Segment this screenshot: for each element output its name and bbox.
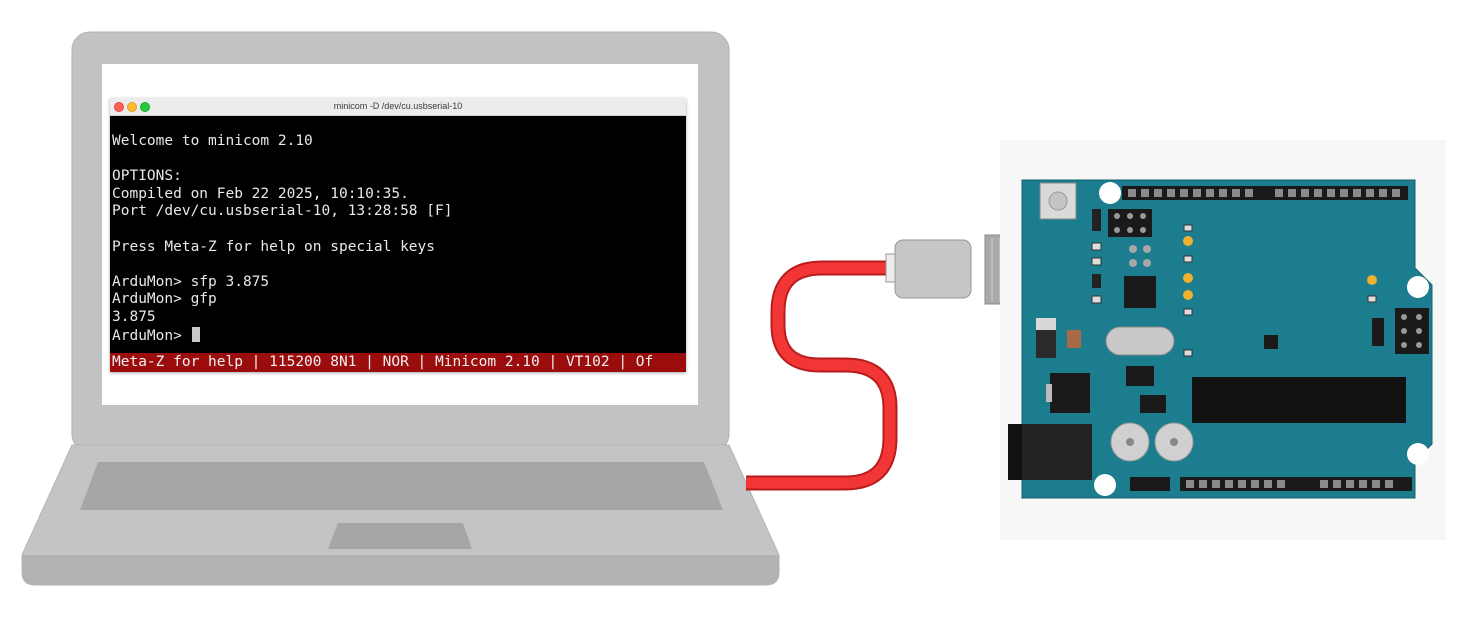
terminal-line: Port /dev/cu.usbserial-10, 13:28:58 [F]: [112, 203, 453, 220]
maximize-traffic-light-icon[interactable]: [140, 102, 150, 112]
led: [1183, 236, 1193, 246]
arduino-board: [1000, 140, 1446, 540]
minicom-status-bar: Meta-Z for help | 115200 8N1 | NOR | Min…: [110, 353, 686, 372]
laptop-base-front: [22, 555, 779, 585]
cable-wire: [746, 262, 896, 489]
laptop-trackpad: [328, 523, 472, 549]
digital-header: [1122, 186, 1408, 200]
window-title: minicom -D /dev/cu.usbserial-10: [333, 101, 463, 111]
mounting-hole: [1099, 182, 1121, 204]
terminal-line: ArduMon> sfp 3.875: [112, 273, 270, 290]
terminal-line: 3.875: [112, 308, 156, 325]
text-cursor: [191, 326, 200, 342]
laptop-keyboard: [80, 462, 723, 510]
voltage-regulator: [1050, 373, 1090, 413]
led: [1183, 290, 1193, 300]
close-traffic-light-icon[interactable]: [114, 102, 124, 112]
crystal: [1105, 326, 1175, 356]
minimize-traffic-light-icon[interactable]: [127, 102, 137, 112]
mounting-hole: [1407, 443, 1429, 465]
mounting-hole: [1407, 276, 1429, 298]
terminal-line: OPTIONS:: [112, 168, 182, 185]
terminal-line: Welcome to minicom 2.10: [112, 133, 313, 149]
mounting-hole: [1094, 474, 1116, 496]
window-titlebar[interactable]: minicom -D /dev/cu.usbserial-10: [110, 98, 686, 116]
led: [1183, 273, 1193, 283]
terminal-line: [112, 256, 684, 274]
led: [1367, 275, 1377, 285]
command-prompt: ArduMon>: [112, 327, 191, 344]
usb-plug-body: [894, 239, 972, 299]
terminal-line: ArduMon> gfp: [112, 291, 217, 308]
icsp2-header: [1395, 308, 1429, 354]
terminal-window[interactable]: minicom -D /dev/cu.usbserial-10 Welcome …: [110, 98, 686, 372]
terminal-line: [112, 221, 684, 239]
terminal-line: Compiled on Feb 22 2025, 10:10:35.: [112, 185, 409, 202]
terminal-output[interactable]: Welcome to minicom 2.10 OPTIONS: Compile…: [112, 133, 684, 344]
usb-controller-chip: [1124, 276, 1156, 308]
prompt-line[interactable]: ArduMon>: [112, 326, 684, 345]
atmega-chip: [1192, 377, 1406, 423]
terminal-line: [112, 151, 684, 169]
terminal-line: Press Meta-Z for help on special keys: [112, 238, 436, 255]
